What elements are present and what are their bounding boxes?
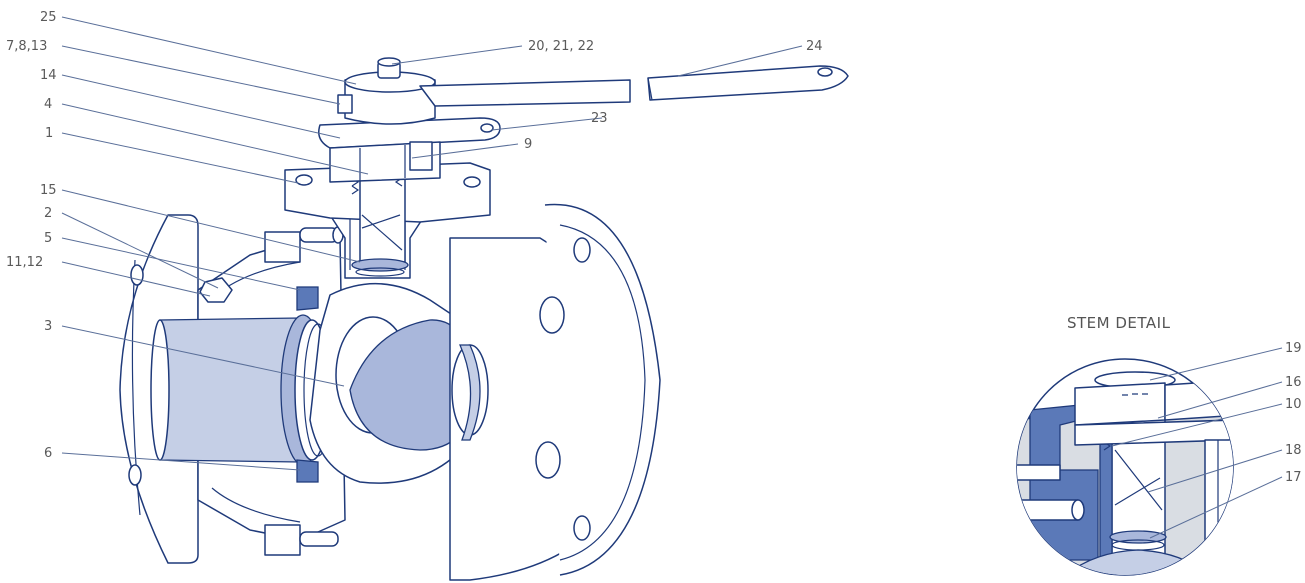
callout-25: 25	[40, 10, 57, 25]
callout-24: 24	[806, 39, 823, 54]
body-seal-lower	[296, 459, 319, 483]
callout-14: 14	[40, 68, 57, 83]
callout-10: 10	[1285, 397, 1302, 412]
leader-lines	[61, 16, 803, 471]
callout-11-12: 11,12	[6, 255, 43, 270]
outlet-flange-rim	[544, 203, 661, 576]
callout-1: 1	[45, 126, 53, 141]
body-bolt-bottom	[264, 524, 301, 556]
callout-5: 5	[44, 231, 52, 246]
callout-3: 3	[44, 319, 52, 334]
lever-lock	[337, 94, 353, 114]
callout-19: 19	[1285, 341, 1302, 356]
callout-17: 17	[1285, 470, 1302, 485]
lever-extension	[647, 65, 849, 101]
thrust-washer	[351, 258, 409, 272]
callout-16: 16	[1285, 375, 1302, 390]
body-bore	[152, 317, 301, 463]
callout-9: 9	[524, 137, 532, 152]
callout-4: 4	[44, 97, 52, 112]
callout-20-21-22: 20, 21, 22	[528, 39, 594, 54]
stem-detail-title: STEM DETAIL	[1067, 314, 1171, 332]
body-bolt	[264, 231, 301, 263]
callout-2: 2	[44, 206, 52, 221]
callout-23: 23	[591, 111, 608, 126]
stop-plate	[318, 117, 501, 149]
callout-7-8-13: 7,8,13	[6, 39, 47, 54]
callout-18: 18	[1285, 443, 1302, 458]
valve-body-assembly	[119, 57, 849, 581]
hand-lever	[419, 79, 631, 107]
callout-6: 6	[44, 446, 52, 461]
stem-detail: STEM DETAIL	[1016, 314, 1302, 576]
body-seal-upper	[296, 286, 319, 311]
callout-15: 15	[40, 183, 57, 198]
callout-labels: 25 7,8,13 14 4 1 15 2 5 11,12 3 6 20, 21…	[6, 10, 823, 461]
